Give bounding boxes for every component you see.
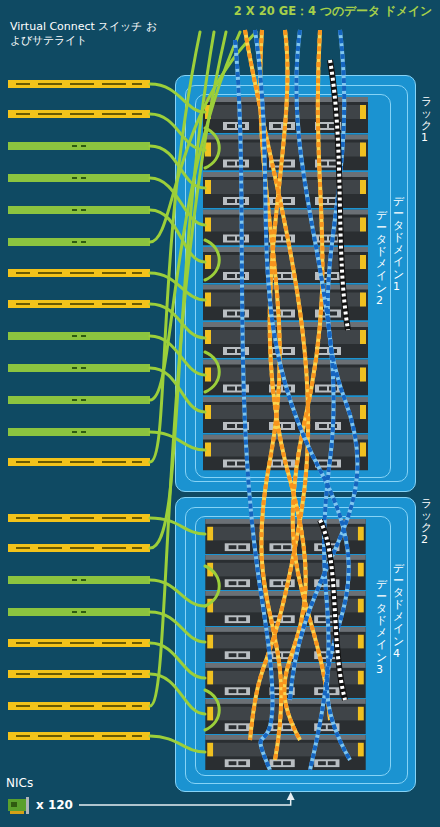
rack-label: ラック 2	[421, 498, 432, 546]
text-holder: x 120	[36, 798, 73, 812]
arrow-head	[287, 792, 295, 800]
text-holder: データ ドメイン 3	[376, 579, 387, 676]
rack-label: ラック 1	[421, 96, 432, 144]
text-holder: データ ドメイン 1	[393, 196, 404, 293]
domain-label: データ ドメイン 1	[393, 196, 404, 293]
count-label: x 120	[36, 798, 73, 812]
domain-label: データ ドメイン 2	[376, 210, 387, 307]
nic-label: NICs	[6, 776, 33, 790]
diagram-title: 2 X 20 GE：4 つのデータ ドメイン	[234, 4, 432, 19]
domain-label: データ ドメイン 3	[376, 579, 387, 676]
text-holder: 2 X 20 GE：4 つのデータ ドメイン	[234, 4, 432, 19]
text-holder: データ ドメイン 2	[376, 210, 387, 307]
text-holder: Virtual Connect スイッチ およびサテライト	[10, 20, 160, 48]
annotation-label: Virtual Connect スイッチ およびサテライト	[10, 20, 160, 48]
text-holder: ラック 1	[421, 96, 432, 144]
domain-label: データ ドメイン 4	[393, 563, 404, 660]
text-holder: ラック 2	[421, 498, 432, 546]
text-holder: データ ドメイン 4	[393, 563, 404, 660]
text-holder: NICs	[6, 776, 33, 790]
connector-line	[79, 799, 291, 805]
connector	[79, 792, 295, 805]
